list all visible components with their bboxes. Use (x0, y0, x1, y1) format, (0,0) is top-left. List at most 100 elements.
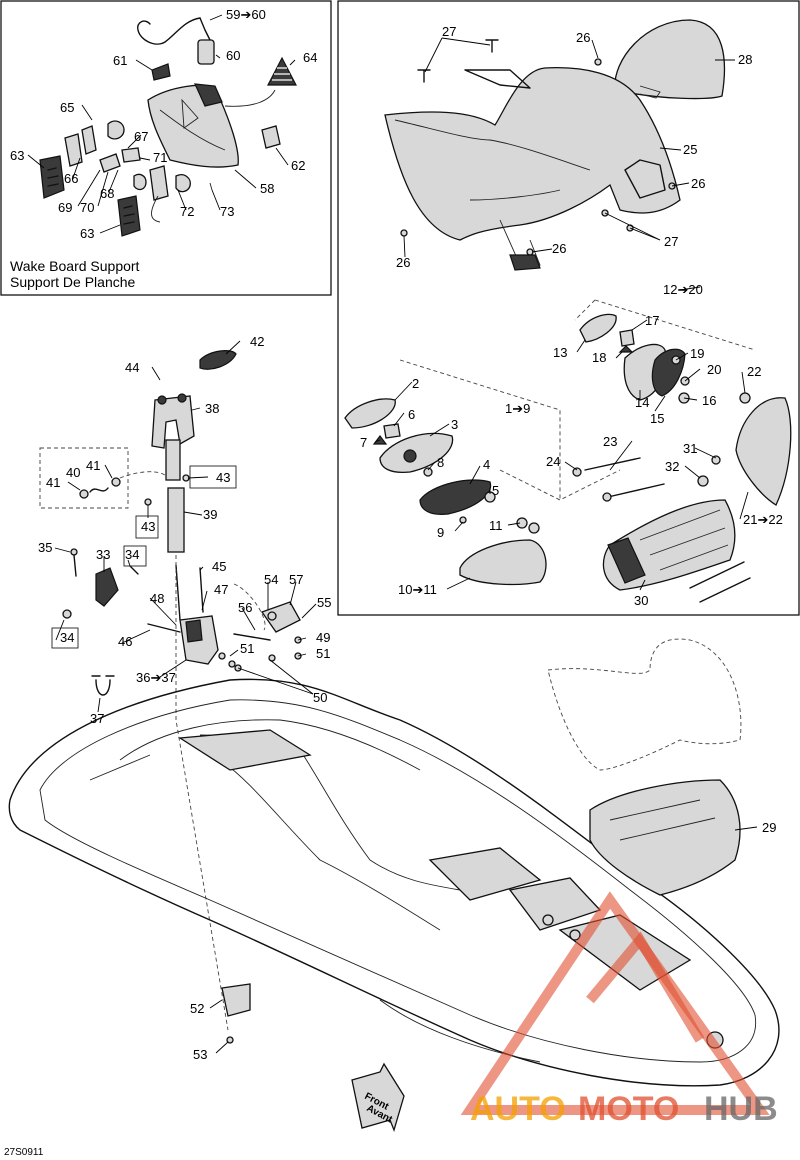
callout-71: 71 (153, 150, 167, 165)
callout-28: 28 (738, 52, 752, 67)
callout-41a: 41 (86, 458, 100, 473)
inset-frame-wakeboard (0, 0, 332, 296)
callout-8: 8 (437, 455, 444, 470)
leader-lines (27, 14, 758, 1054)
callout-17: 17 (645, 313, 659, 328)
callout-60: 60 (226, 48, 240, 63)
callout-9: 9 (437, 525, 444, 540)
callout-23: 23 (603, 434, 617, 449)
callout-12-20: 12➔20 (663, 282, 703, 297)
callout-10-11: 10➔11 (398, 582, 437, 597)
callout-61: 61 (113, 53, 127, 68)
callout-52: 52 (190, 1001, 204, 1016)
wakeboard-support-assembly (39, 17, 297, 237)
callout-26d: 26 (396, 255, 410, 270)
inset-frame-seat-storage (337, 0, 800, 616)
callout-51b: 51 (316, 646, 330, 661)
callout-5: 5 (492, 483, 499, 498)
watermark-moto: MOTO (578, 1090, 679, 1128)
diagram-code: 27S0911 (4, 1147, 44, 1158)
callout-32: 32 (665, 459, 679, 474)
callout-66: 66 (64, 171, 78, 186)
callout-27a: 27 (442, 24, 456, 39)
seat-outline-ghost (547, 638, 742, 771)
callout-40: 40 (66, 465, 80, 480)
callout-6: 6 (408, 407, 415, 422)
callout-46: 46 (118, 634, 132, 649)
callout-15: 15 (650, 411, 664, 426)
callout-14: 14 (635, 395, 649, 410)
callout-49: 49 (316, 630, 330, 645)
callout-29: 29 (762, 820, 776, 835)
callout-34a: 34 (125, 547, 139, 562)
callout-30: 30 (634, 593, 648, 608)
callout-56: 56 (238, 600, 252, 615)
callout-65: 65 (60, 100, 74, 115)
callout-68: 68 (100, 186, 114, 201)
callout-26c: 26 (552, 241, 566, 256)
callout-24: 24 (546, 454, 560, 469)
callout-25: 25 (683, 142, 697, 157)
callout-50: 50 (313, 690, 327, 705)
inset-title-line2: Support De Planche (10, 274, 136, 290)
callout-55: 55 (317, 595, 331, 610)
callout-11a: 11 (489, 518, 503, 533)
seat-storage-assembly (344, 19, 792, 603)
callout-38: 38 (205, 401, 219, 416)
callout-2: 2 (412, 376, 419, 391)
callout-37: 37 (90, 711, 104, 726)
callout-26b: 26 (691, 176, 705, 191)
callout-58: 58 (260, 181, 274, 196)
callout-4: 4 (483, 457, 490, 472)
callout-53: 53 (193, 1047, 207, 1062)
callout-69: 69 (58, 200, 72, 215)
steering-column-assembly (39, 350, 302, 1044)
callout-36-37: 36➔37 (136, 670, 176, 685)
callout-63b: 63 (80, 226, 94, 241)
callout-44: 44 (125, 360, 139, 375)
callout-62: 62 (291, 158, 305, 173)
callout-41b: 41 (46, 475, 60, 490)
watermark-auto: AUTO (470, 1090, 566, 1128)
callout-57: 57 (289, 572, 303, 587)
callout-72: 72 (180, 204, 194, 219)
callout-13: 13 (553, 345, 567, 360)
callout-35: 35 (38, 540, 52, 555)
callout-18: 18 (592, 350, 606, 365)
callout-3: 3 (451, 417, 458, 432)
callout-33: 33 (96, 547, 110, 562)
callout-7: 7 (360, 435, 367, 450)
callout-31: 31 (683, 441, 697, 456)
callout-73: 73 (220, 204, 234, 219)
callout-64: 64 (303, 50, 317, 65)
callout-45: 45 (212, 559, 226, 574)
callout-22: 22 (747, 364, 761, 379)
callout-51a: 51 (240, 641, 254, 656)
callout-67: 67 (134, 129, 148, 144)
front-direction-arrow: Front Avant (351, 1062, 405, 1132)
watermark-hub: HUB (704, 1090, 778, 1128)
watermark-logo: AUTO MOTO HUB (460, 891, 778, 1128)
callout-16: 16 (702, 393, 716, 408)
callout-59-60: 59➔60 (226, 7, 266, 22)
callout-42: 42 (250, 334, 264, 349)
callout-34b: 34 (60, 630, 74, 645)
callout-26a: 26 (576, 30, 590, 45)
callout-21-22: 21➔22 (743, 512, 783, 527)
callout-54: 54 (264, 572, 278, 587)
callout-19: 19 (690, 346, 704, 361)
callout-48: 48 (150, 591, 164, 606)
callout-43b: 43 (141, 519, 155, 534)
storage-tub-29 (589, 779, 741, 896)
callout-39: 39 (203, 507, 217, 522)
callout-63a: 63 (10, 148, 24, 163)
callout-20: 20 (707, 362, 721, 377)
callout-43a: 43 (216, 470, 230, 485)
callout-47: 47 (214, 582, 228, 597)
callout-labels: 59➔60 60 61 64 65 67 71 62 63 66 58 68 6… (10, 7, 783, 1062)
inset-title-line1: Wake Board Support (10, 258, 140, 274)
callout-1-9: 1➔9 (505, 401, 530, 416)
callout-70: 70 (80, 200, 94, 215)
callout-27b: 27 (664, 234, 678, 249)
